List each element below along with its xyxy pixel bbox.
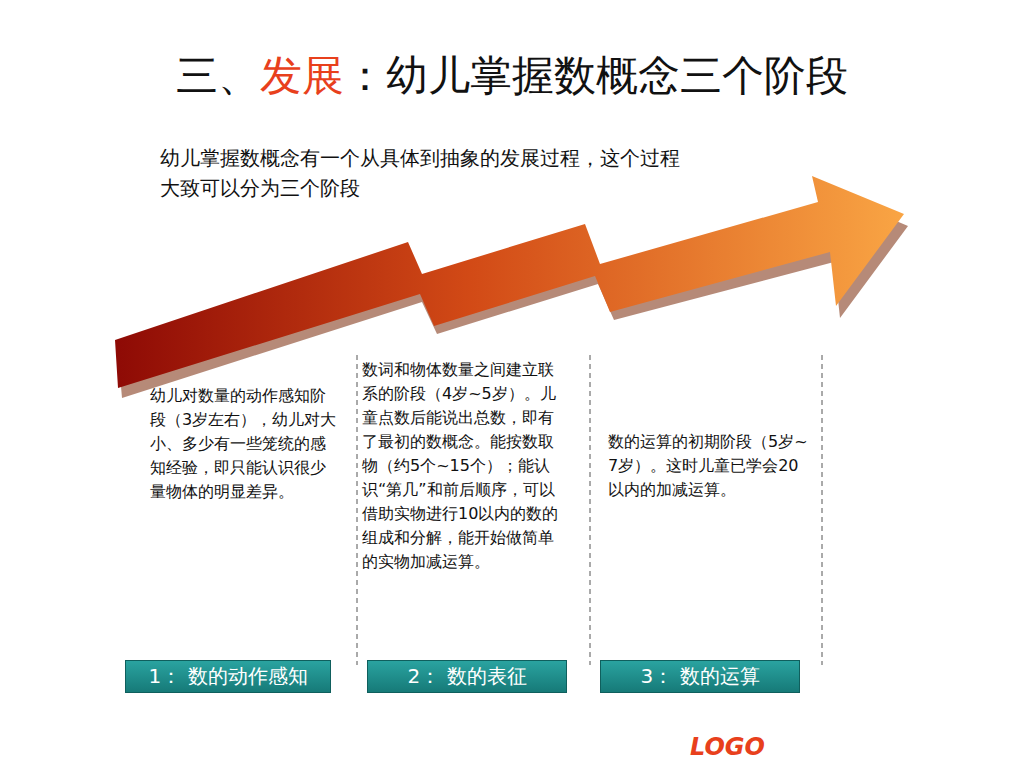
stage-description: 数的运算的初期阶段（5岁~7岁）。这时儿童已学会20以内的加减运算。: [608, 430, 808, 502]
logo-text: LOGO: [690, 732, 810, 762]
stage-name: 3： 数的运算: [640, 663, 759, 690]
stage-description: 幼儿对数量的动作感知阶段（3岁左右），幼儿对大小、多少有一些笼统的感知经验，即只…: [150, 384, 340, 504]
intro-text: 幼儿掌握数概念有一个从具体到抽象的发展过程，这个过程大致可以分为三个阶段: [160, 143, 690, 203]
divider-line: [822, 355, 823, 665]
divider-line: [590, 355, 591, 665]
page-title: 三、发展：幼儿掌握数概念三个阶段: [0, 48, 1024, 104]
growth-arrow: [115, 176, 904, 388]
stage-name: 1： 数的动作感知: [148, 663, 307, 690]
stage-box: 1： 数的动作感知: [125, 660, 331, 693]
stage-box: 3： 数的运算: [600, 660, 800, 693]
stage-description: 数词和物体数量之间建立联系的阶段（4岁~5岁）。儿童点数后能说出总数，即有了最初…: [362, 358, 562, 574]
divider-line: [357, 355, 358, 665]
stage-box: 2： 数的表征: [367, 660, 567, 693]
stage-name: 2： 数的表征: [407, 663, 526, 690]
